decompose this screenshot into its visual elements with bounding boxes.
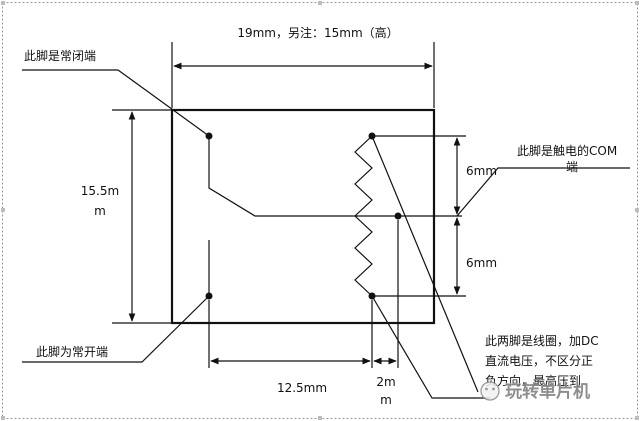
height-dimension-label-1: 15.5m	[81, 184, 119, 198]
leader-coil-top	[371, 135, 479, 393]
lower-coil-gap-label: 6mm	[466, 256, 497, 270]
leader-normally-closed	[22, 69, 210, 137]
bottom-span-label: 12.5mm	[277, 381, 327, 395]
switch-contacts	[208, 136, 462, 296]
coil-note-line-2: 直流电压，不区分正	[485, 354, 593, 368]
bottom-dimensions	[208, 220, 399, 368]
height-dimension-label-2: m	[94, 204, 106, 218]
leader-normally-open	[22, 295, 210, 363]
leader-com	[456, 167, 630, 217]
top-dimension	[171, 42, 435, 108]
coil-pin-gap-label-1: 2m	[376, 375, 395, 389]
coil-pin-gap-label-2: m	[380, 393, 392, 407]
height-dimension	[112, 109, 172, 324]
leader-coil-bottom	[371, 295, 490, 399]
upper-coil-gap-label: 6mm	[466, 164, 497, 178]
wechat-logo-icon	[480, 381, 500, 401]
coil-dimensions	[374, 135, 466, 297]
normally-closed-label: 此脚是常闭端	[24, 48, 96, 63]
coil-note-line-1: 此两脚是线圈，加DC	[485, 333, 599, 348]
watermark-text: 玩转单片机	[505, 381, 590, 402]
normally-open-label: 此脚为常开端	[36, 344, 108, 359]
com-label-1: 此脚是触电的COM	[517, 143, 617, 158]
com-pin	[394, 212, 402, 220]
coil-zigzag	[354, 135, 373, 297]
com-label-2: 端	[566, 160, 578, 174]
top-dimension-label: 19mm，另注：15mm（高）	[237, 25, 398, 40]
watermark: 玩转单片机	[480, 381, 590, 402]
leader-lines	[22, 69, 630, 399]
coil-note-line-3: 负方向，最高压到	[485, 373, 581, 388]
